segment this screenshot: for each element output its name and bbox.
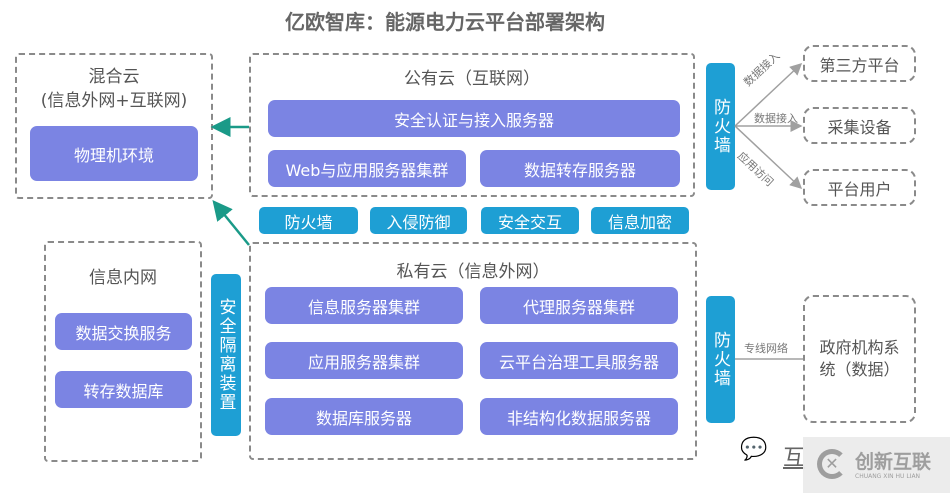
watermark-sub: CHUANG XIN HU LIAN bbox=[855, 473, 921, 480]
watermark-partial: 互 bbox=[783, 446, 806, 471]
wechat-icon: 💬 bbox=[740, 437, 768, 462]
platform-users: 平台用户 bbox=[803, 169, 916, 206]
security-encryption: 信息加密 bbox=[591, 207, 689, 234]
watermark-logo: ✕ 创新互联 CHUANG XIN HU LIAN bbox=[803, 437, 950, 493]
arrow-to-third-party bbox=[734, 62, 803, 127]
page-title: 亿欧智库：能源电力云平台部署架构 bbox=[285, 10, 605, 34]
logo-mark-icon: ✕ bbox=[817, 449, 847, 479]
intranet-group bbox=[44, 241, 202, 462]
physical-machine-box: 物理机环境 bbox=[30, 126, 198, 181]
public-cloud-group bbox=[249, 53, 695, 197]
unstructured-server-box: 非结构化数据服务器 bbox=[480, 398, 678, 435]
database-server-box: 数据库服务器 bbox=[265, 398, 463, 435]
web-server-box: Web与应用服务器集群 bbox=[268, 150, 466, 187]
collection-device: 采集设备 bbox=[803, 107, 916, 144]
hybrid-cloud-subtitle: (信息外网+互联网) bbox=[40, 91, 188, 111]
third-party-platform: 第三方平台 bbox=[803, 45, 916, 82]
hybrid-cloud-title: 混合云 bbox=[88, 67, 140, 87]
arrow-private-to-hybrid bbox=[212, 200, 250, 246]
gov-system: 政府机构系统（数据） bbox=[803, 295, 916, 423]
public-cloud-title: 公有云（互联网） bbox=[404, 69, 540, 89]
arrow-to-users bbox=[734, 125, 803, 190]
data-exchange-box: 数据交换服务 bbox=[55, 313, 192, 350]
app-server-box: 应用服务器集群 bbox=[265, 342, 463, 379]
watermark-brand: 创新互联 bbox=[855, 451, 932, 473]
security-intrusion: 入侵防御 bbox=[370, 207, 467, 234]
proxy-server-box: 代理服务器集群 bbox=[480, 287, 678, 324]
transfer-db-box: 转存数据库 bbox=[55, 371, 192, 408]
link-label-data-access-2: 数据接入 bbox=[754, 112, 798, 125]
info-server-box: 信息服务器集群 bbox=[265, 287, 463, 324]
auth-server-box: 安全认证与接入服务器 bbox=[268, 100, 680, 137]
governance-server-box: 云平台治理工具服务器 bbox=[480, 342, 678, 379]
security-firewall: 防火墙 bbox=[259, 207, 358, 234]
private-cloud-title: 私有云（信息外网） bbox=[396, 262, 550, 282]
security-interaction: 安全交互 bbox=[481, 207, 579, 234]
link-label-dedicated-line: 专线网络 bbox=[744, 342, 788, 355]
intranet-title: 信息内网 bbox=[89, 268, 157, 288]
private-cloud-group bbox=[249, 242, 697, 460]
transfer-server-box: 数据转存服务器 bbox=[480, 150, 680, 187]
security-isolation-device: 安全隔离装置 bbox=[211, 274, 241, 436]
firewall-internet: 防火墙 bbox=[706, 63, 735, 190]
firewall-dedicated: 防火墙 bbox=[706, 296, 735, 423]
